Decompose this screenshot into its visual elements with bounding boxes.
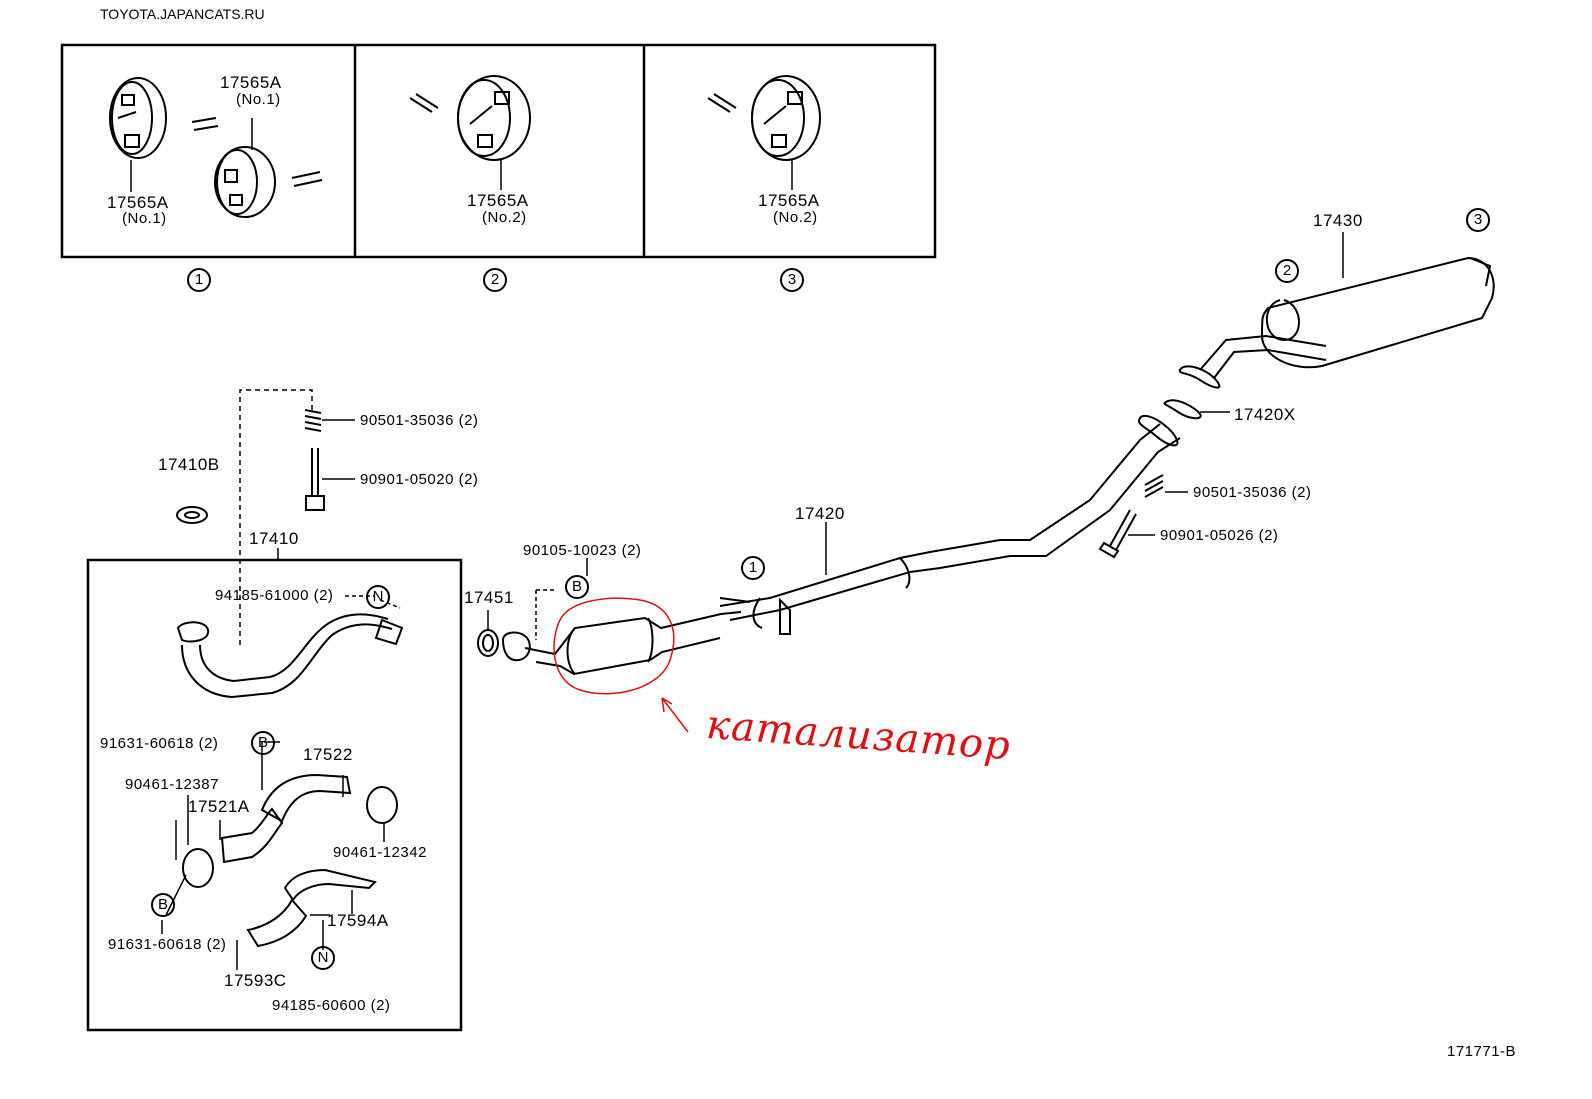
- marker-3: 3: [1466, 208, 1490, 232]
- part-label: 17410B: [158, 455, 220, 474]
- part-label-front-pipe: 17410: [249, 529, 299, 548]
- hanger-rubber-icon: [457, 75, 531, 161]
- part-label: 17522: [303, 745, 353, 764]
- part-label: 17565A: [758, 191, 820, 210]
- clamp-icon: [182, 848, 214, 888]
- marker-2: 2: [1275, 259, 1299, 283]
- part-label: 94185-61000 (2): [215, 587, 334, 604]
- part-label: 90461-12342: [333, 844, 427, 861]
- part-label-center-pipe: 17420: [795, 504, 845, 523]
- part-note: (No.1): [236, 91, 281, 108]
- part-label: 91631-60618 (2): [100, 735, 219, 752]
- front-pipe-frame: [86, 558, 463, 1032]
- part-label: 17593C: [224, 971, 287, 990]
- part-label: 91631-60618 (2): [108, 936, 227, 953]
- watermark: TOYOTA.JAPANCATS.RU: [100, 6, 265, 22]
- part-label: 17451: [464, 588, 514, 607]
- catalytic-converter: [524, 611, 742, 676]
- part-label: 90901-05026 (2): [1160, 527, 1279, 544]
- marker-n: N: [366, 585, 390, 609]
- part-label: 90461-12387: [125, 776, 219, 793]
- part-label: 17565A: [467, 191, 529, 210]
- part-note: (No.2): [482, 209, 527, 226]
- hanger-rubber-icon: [751, 75, 821, 161]
- part-note: (No.1): [122, 210, 167, 227]
- hanger-rubber-icon: [214, 146, 276, 218]
- part-label: 17420X: [1234, 405, 1296, 424]
- hanger-rubber-icon: [109, 77, 167, 159]
- view-marker-1: 1: [187, 268, 211, 292]
- part-label: 90105-10023 (2): [523, 542, 642, 559]
- part-label: 90501-35036 (2): [360, 412, 479, 429]
- part-label: 17594A: [327, 911, 389, 930]
- marker-b: B: [151, 893, 175, 917]
- part-label: 90501-35036 (2): [1193, 484, 1312, 501]
- marker-b: B: [565, 575, 589, 599]
- marker-b: B: [251, 731, 275, 755]
- part-label: 17565A: [220, 73, 282, 92]
- view-marker-2: 2: [483, 268, 507, 292]
- part-note: (No.2): [773, 209, 818, 226]
- part-label: 90901-05020 (2): [360, 471, 479, 488]
- hanger-views-frame: [60, 43, 937, 259]
- catalyst-highlight-circle: [553, 597, 675, 695]
- gasket-icon: [176, 506, 208, 524]
- view-marker-3: 3: [780, 268, 804, 292]
- annotation-arrow: [661, 697, 689, 733]
- marker-1: 1: [741, 556, 765, 580]
- marker-n: N: [311, 946, 335, 970]
- gasket-icon: [477, 629, 499, 657]
- part-label: 17565A: [107, 193, 169, 212]
- part-label: 17521A: [188, 797, 250, 816]
- part-label-muffler: 17430: [1313, 211, 1363, 230]
- part-label: 94185-60600 (2): [272, 997, 391, 1014]
- diagram-code: 171771-B: [1447, 1043, 1517, 1060]
